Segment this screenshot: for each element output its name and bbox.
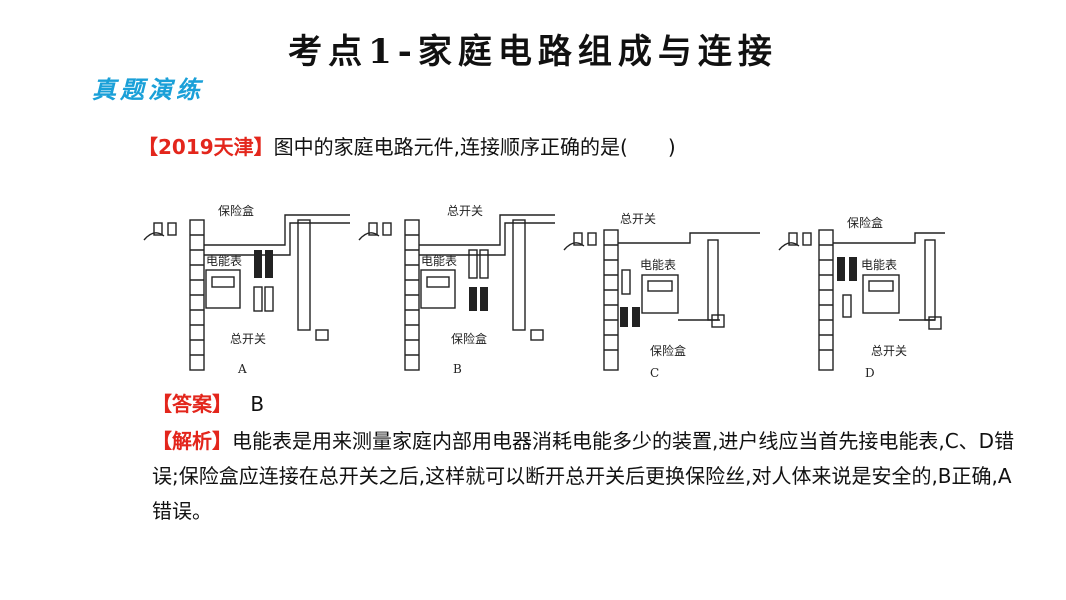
label-bottom: 保险盒 <box>650 343 686 358</box>
answer: 【答案】 B <box>152 388 264 417</box>
energy-meter-icon <box>420 269 456 309</box>
energy-meter-icon <box>205 269 241 309</box>
main-switch-icon <box>621 269 631 295</box>
label-top: 保险盒 <box>847 215 883 230</box>
fuse-box-icon <box>254 250 262 278</box>
entry-insulators-icon <box>358 222 392 241</box>
label-meter: 电能表 <box>861 258 897 272</box>
figure-letter: D <box>865 366 875 380</box>
fuse-box-icon <box>837 257 845 281</box>
question-source: 【2019天津】 <box>138 135 274 159</box>
fuse-box-icon <box>620 307 628 327</box>
question-text: 图中的家庭电路元件,连接顺序正确的是( ) <box>273 135 676 159</box>
answer-tag: 【答案】 <box>152 392 232 416</box>
figure-a: 保险盒 电能表 总开关 A <box>143 203 350 376</box>
energy-meter-icon <box>862 274 900 314</box>
analysis-text: 电能表是用来测量家庭内部用电器消耗电能多少的装置,进户线应当首先接电能表,C、D… <box>152 429 1015 523</box>
section-subtitle: 真题演练 <box>92 75 204 104</box>
entry-insulators-icon <box>778 232 812 251</box>
label-top: 总开关 <box>620 212 656 226</box>
main-switch-icon <box>253 286 263 312</box>
main-switch-icon <box>842 294 852 318</box>
figure-letter: A <box>237 362 247 376</box>
analysis: 【解析】电能表是用来测量家庭内部用电器消耗电能多少的装置,进户线应当首先接电能表… <box>152 424 1022 529</box>
label-meter: 电能表 <box>640 258 676 272</box>
page-title: 考点1-家庭电路组成与连接 <box>288 32 778 72</box>
main-switch-icon <box>468 249 478 279</box>
answer-value: B <box>250 392 265 416</box>
label-bottom: 总开关 <box>230 332 266 346</box>
fuse-box-icon <box>469 287 477 311</box>
energy-meter-icon <box>641 274 679 314</box>
figure-d: 保险盒 电能表 总开关 D <box>778 215 945 380</box>
label-bottom: 总开关 <box>871 344 907 358</box>
wall <box>818 229 834 371</box>
label-bottom: 保险盒 <box>451 331 487 346</box>
analysis-tag: 【解析】 <box>152 429 232 453</box>
label-meter: 电能表 <box>421 254 457 268</box>
question: 【2019天津】图中的家庭电路元件,连接顺序正确的是( ) <box>138 131 676 160</box>
circuit-figures: 保险盒 电能表 总开关 A 总开关 电能表 保险盒 B <box>143 203 945 380</box>
wall <box>603 229 619 371</box>
entry-insulators-icon <box>143 222 177 241</box>
figure-c: 总开关 电能表 保险盒 C <box>563 212 760 380</box>
label-meter: 电能表 <box>206 254 242 268</box>
figure-letter: C <box>650 366 659 380</box>
figure-letter: B <box>453 362 462 376</box>
label-top: 保险盒 <box>218 203 254 218</box>
figure-b: 总开关 电能表 保险盒 B <box>358 204 555 376</box>
label-top: 总开关 <box>447 204 483 218</box>
entry-insulators-icon <box>563 232 597 251</box>
